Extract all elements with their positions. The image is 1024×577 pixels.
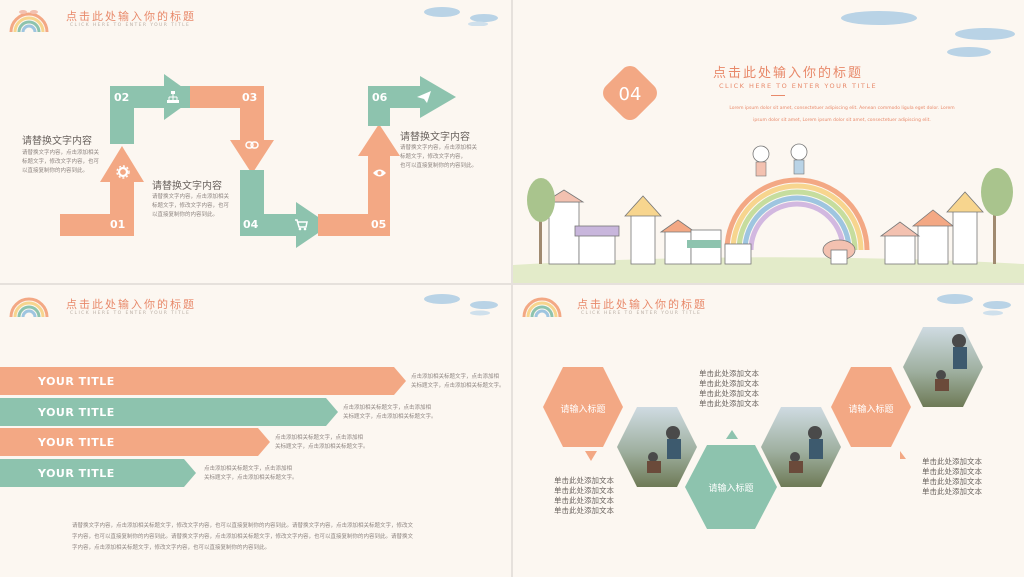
ribbons bbox=[0, 367, 406, 487]
cloud-icon bbox=[424, 7, 498, 26]
block-text: 请替换文字内容，点击添加相关标题文字，修改文字内容，也可以直接复制你的内容到此。 bbox=[400, 145, 478, 169]
ribbon-text: 点击添加相关标题文字，点击添加相关标题文字，点击添加相关标题文字。 bbox=[204, 466, 298, 481]
header-subtitle: CLICK HERE TO ENTER YOUR TITLE bbox=[70, 311, 191, 316]
text-block-top: 单击此处添加文本单击此处添加文本单击此处添加文本单击此处添加文本 bbox=[699, 369, 759, 408]
text-block-right: 单击此处添加文本单击此处添加文本单击此处添加文本单击此处添加文本 bbox=[922, 457, 982, 496]
step-number: 06 bbox=[372, 91, 388, 104]
process-diagram bbox=[60, 74, 456, 248]
slide-ribbon-list[interactable]: 点击此处输入你的标题 CLICK HERE TO ENTER YOUR TITL… bbox=[0, 285, 511, 577]
block-text: 请替换文字内容，点击添加相关标题文字，修改文字内容，也可以直接复制你的内容到此。 bbox=[152, 194, 230, 218]
header-title[interactable]: 点击此处输入你的标题 bbox=[66, 10, 196, 23]
text-block-left: 单击此处添加文本单击此处添加文本单击此处添加文本单击此处添加文本 bbox=[554, 476, 614, 515]
step-number: 05 bbox=[371, 218, 387, 231]
cloud-icon bbox=[424, 294, 498, 316]
ribbon-text: 点击添加相关标题文字，点击添加相关标题文字，点击添加相关标题文字。 bbox=[411, 374, 505, 389]
hex-title[interactable]: 请输入标题 bbox=[560, 405, 606, 415]
cart-icon bbox=[295, 219, 308, 231]
header-subtitle: CLICK HERE TO ENTER YOUR TITLE bbox=[581, 311, 702, 316]
step-number: 03 bbox=[242, 91, 258, 104]
header-title[interactable]: 点击此处输入你的标题 bbox=[66, 298, 196, 311]
block-heading: 请替换文字内容 bbox=[22, 136, 92, 147]
ribbon-title[interactable]: YOUR TITLE bbox=[38, 406, 115, 419]
eye-icon bbox=[373, 169, 386, 177]
header-subtitle: CLICK HERE TO ENTER YOUR TITLE bbox=[70, 23, 191, 28]
section-subtitle: CLICK HERE TO ENTER YOUR TITLE bbox=[719, 82, 878, 90]
hex-title[interactable]: 请输入标题 bbox=[848, 405, 894, 415]
ribbon-title[interactable]: YOUR TITLE bbox=[38, 375, 115, 388]
hex-title[interactable]: 请输入标题 bbox=[708, 484, 754, 494]
section-body: Lorem ipsum dolor sit amet, consectetuer… bbox=[729, 106, 955, 123]
section-title[interactable]: 点击此处输入你的标题 bbox=[713, 66, 864, 81]
sitemap-icon bbox=[167, 91, 179, 103]
step-number: 04 bbox=[243, 218, 259, 231]
block-heading: 请替换文字内容 bbox=[152, 181, 222, 192]
link-icon bbox=[245, 141, 259, 149]
block-heading: 请替换文字内容 bbox=[400, 132, 470, 143]
rainbow-logo-icon bbox=[522, 297, 562, 318]
section-number-badge bbox=[603, 66, 657, 120]
slide-hexagon-gallery[interactable]: 点击此处输入你的标题 CLICK HERE TO ENTER YOUR TITL… bbox=[513, 285, 1024, 577]
gear-icon bbox=[116, 165, 130, 179]
step-number: 01 bbox=[110, 218, 126, 231]
body-paragraph: 请替换文字内容，点击添加相关标题文字，修改文字内容，也可以直接复制你的内容到此。… bbox=[72, 523, 414, 551]
step-number: 02 bbox=[114, 91, 130, 104]
paper-plane-icon bbox=[417, 91, 431, 103]
ribbon-text: 点击添加相关标题文字，点击添加相关标题文字，点击添加相关标题文字。 bbox=[343, 405, 437, 420]
slide-process-steps[interactable]: 点击此处输入你的标题 CLICK HERE TO ENTER YOUR TITL… bbox=[0, 0, 511, 283]
cloud-icon bbox=[841, 11, 1015, 57]
hexagon-layout bbox=[543, 327, 983, 529]
rainbow-logo-icon bbox=[9, 10, 49, 33]
section-number: 04 bbox=[618, 84, 642, 105]
town-rainbow-illustration bbox=[513, 143, 1024, 283]
ribbon-text: 点击添加相关标题文字，点击添加相关标题文字，点击添加相关标题文字。 bbox=[275, 435, 369, 450]
cloud-icon bbox=[937, 294, 1011, 316]
slide-section-04[interactable]: 04 点击此处输入你的标题 CLICK HERE TO ENTER YOUR T… bbox=[513, 0, 1024, 283]
rainbow-logo-icon bbox=[9, 297, 49, 318]
header-title[interactable]: 点击此处输入你的标题 bbox=[577, 298, 707, 311]
divider bbox=[771, 95, 785, 96]
block-text: 请替换文字内容，点击添加相关标题文字，修改文字内容，也可以直接复制你的内容到此。 bbox=[22, 150, 100, 174]
ribbon-title[interactable]: YOUR TITLE bbox=[38, 436, 115, 449]
ribbon-title[interactable]: YOUR TITLE bbox=[38, 467, 115, 480]
